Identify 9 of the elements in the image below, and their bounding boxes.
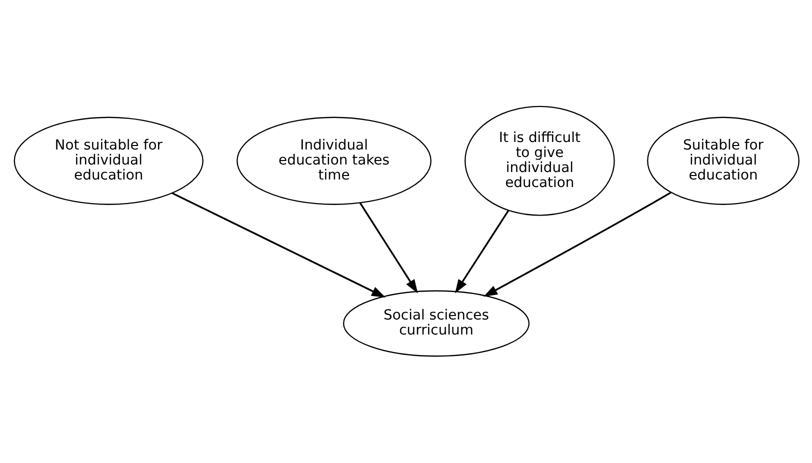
node-ellipse: Individual education takes time [236,116,431,205]
arrow [454,210,509,294]
arrow [358,202,418,294]
node-ellipse: Not suitable for individual education [13,116,203,205]
node-ellipse: Social sciences curriculum [342,290,530,357]
arrow [171,192,386,298]
node-ellipse: Suitable for individual education [646,116,799,205]
node-ellipse: It is difficult to give individual education [464,106,614,216]
arrow [482,192,671,297]
